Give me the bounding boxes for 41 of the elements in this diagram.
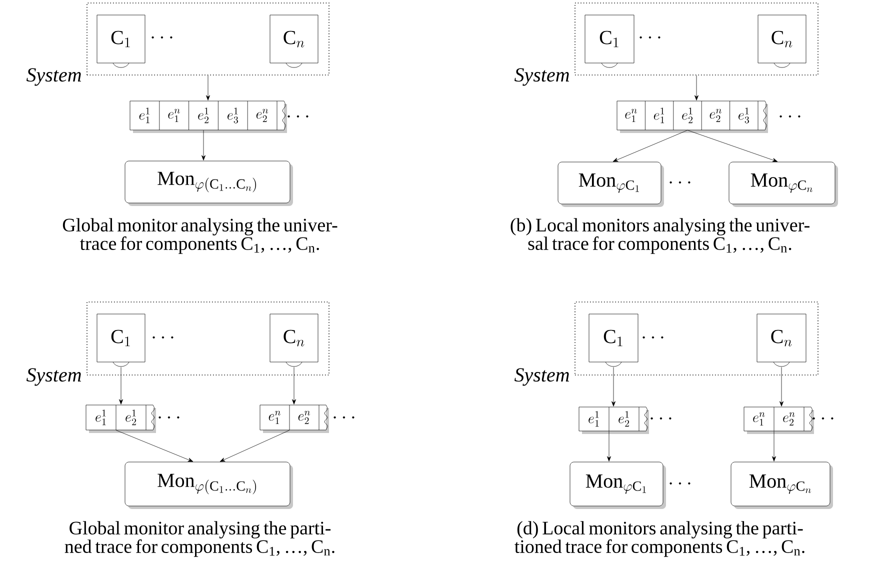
component-box: $\mathrm{C}_1$ xyxy=(588,314,638,367)
trace-strip: $e_1^n$ $e_2^n$ xyxy=(744,406,814,434)
arrow xyxy=(607,431,611,462)
node-label: System xyxy=(514,68,569,86)
node-label: System xyxy=(26,368,81,386)
node-label: System xyxy=(514,368,569,386)
arrow xyxy=(694,75,698,100)
monitor-box: $\mathrm{Mon}_{\varphi(\mathrm{C}_1\ldots\mathrm{C}_n)}$ xyxy=(124,462,293,509)
subfigure-caption: (d) Local monitors analysing the parti- tioned trace for components C$_{1}$, …, C$_{n}$. xyxy=(514,521,804,557)
component-box: $\mathrm{C}_n$ xyxy=(756,314,806,367)
component-box: $\mathrm{C}_1$ xyxy=(96,14,146,68)
component-box: $\mathrm{C}_n$ xyxy=(270,14,318,68)
component-box: $\mathrm{C}_n$ xyxy=(270,314,318,367)
monitor-box: $\mathrm{Mon}_{\varphi\mathrm{C}_n}$ xyxy=(730,462,833,509)
trace-strip: $e_1^1$ $e_1^n$ $e_2^1$ $e_3^1$ $e_2^n$ xyxy=(130,100,287,133)
trace-strip: $e_1^1$ $e_2^1$ xyxy=(86,404,156,433)
arrow xyxy=(780,367,784,406)
ellipsis: $\cdots$ xyxy=(780,115,800,118)
arrow xyxy=(119,367,123,404)
node-label: System xyxy=(26,68,81,86)
arrow xyxy=(206,75,210,100)
component-box: $\mathrm{C}_n$ xyxy=(758,14,806,68)
arrow xyxy=(612,367,616,406)
trace-strip: $e_1^n$ $e_1^1$ $e_2^1$ $e_2^n$ $e_3^1$ xyxy=(616,100,768,133)
monitor-box: $\mathrm{Mon}_{\varphi\mathrm{C}_n}$ xyxy=(728,162,838,207)
arrow xyxy=(116,430,194,462)
arrow xyxy=(612,130,688,162)
component-box: $\mathrm{C}_1$ xyxy=(584,14,634,68)
ellipsis: $\cdots$ xyxy=(812,417,834,420)
monitor-box: $\mathrm{Mon}_{\varphi\mathrm{C}_1}$ xyxy=(558,162,664,207)
component-box: $\mathrm{C}_1$ xyxy=(96,314,146,367)
arrow xyxy=(292,367,296,404)
monitor-box: $\mathrm{Mon}_{\varphi\mathrm{C}_1}$ xyxy=(570,462,666,509)
arrow xyxy=(772,431,776,462)
arrow xyxy=(220,430,290,462)
subfigure-caption: (b) Local monitors analysing the univer- sal trace for components C$_{1}$, …, C$_{n}$. xyxy=(510,218,810,254)
monitor-box: $\mathrm{Mon}_{\varphi(\mathrm{C}_1\ldots\mathrm{C}_n)}$ xyxy=(124,160,293,206)
arrow xyxy=(687,130,778,162)
trace-strip: $e_1^1$ $e_2^1$ xyxy=(578,406,649,434)
trace-strip: $e_1^n$ $e_2^n$ xyxy=(260,404,329,433)
arrow xyxy=(202,130,206,160)
